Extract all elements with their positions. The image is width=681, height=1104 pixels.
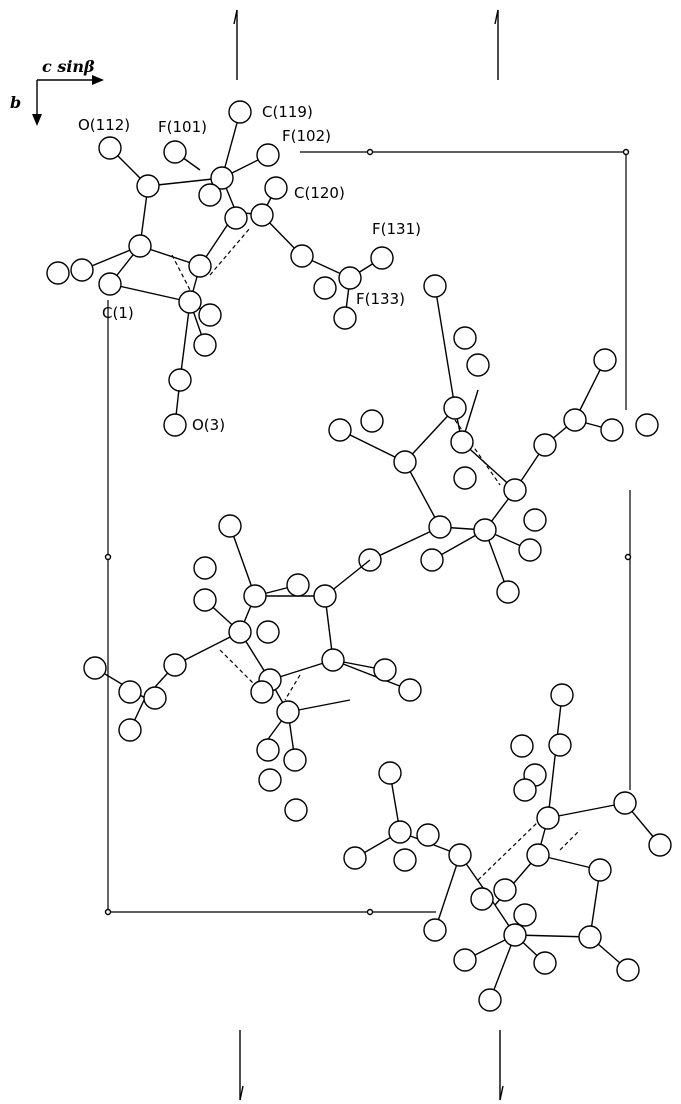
axis-label-b: b [10,93,21,112]
label-o3: O(3) [192,416,225,434]
molecule-3 [83,514,422,822]
label-c1: C(1) [102,304,134,322]
molecule-1 [46,100,394,437]
molecule-2 [328,274,659,604]
label-o112: O(112) [78,116,130,134]
label-c120: C(120) [294,184,345,202]
molecule-4 [343,683,672,1012]
axis-indicator: c sinβ b [10,57,104,126]
label-f101: F(101) [158,118,207,136]
axis-label-c-sin-beta: c sinβ [42,57,95,76]
label-c119: C(119) [262,103,313,121]
screw-axis-arrows [233,9,504,1101]
label-f133: F(133) [356,290,405,308]
label-f102: F(102) [282,127,331,145]
unit-cell [104,148,632,916]
label-f131: F(131) [372,220,421,238]
atom-labels: O(112) F(101) C(119) F(102) C(120) F(131… [78,103,421,434]
